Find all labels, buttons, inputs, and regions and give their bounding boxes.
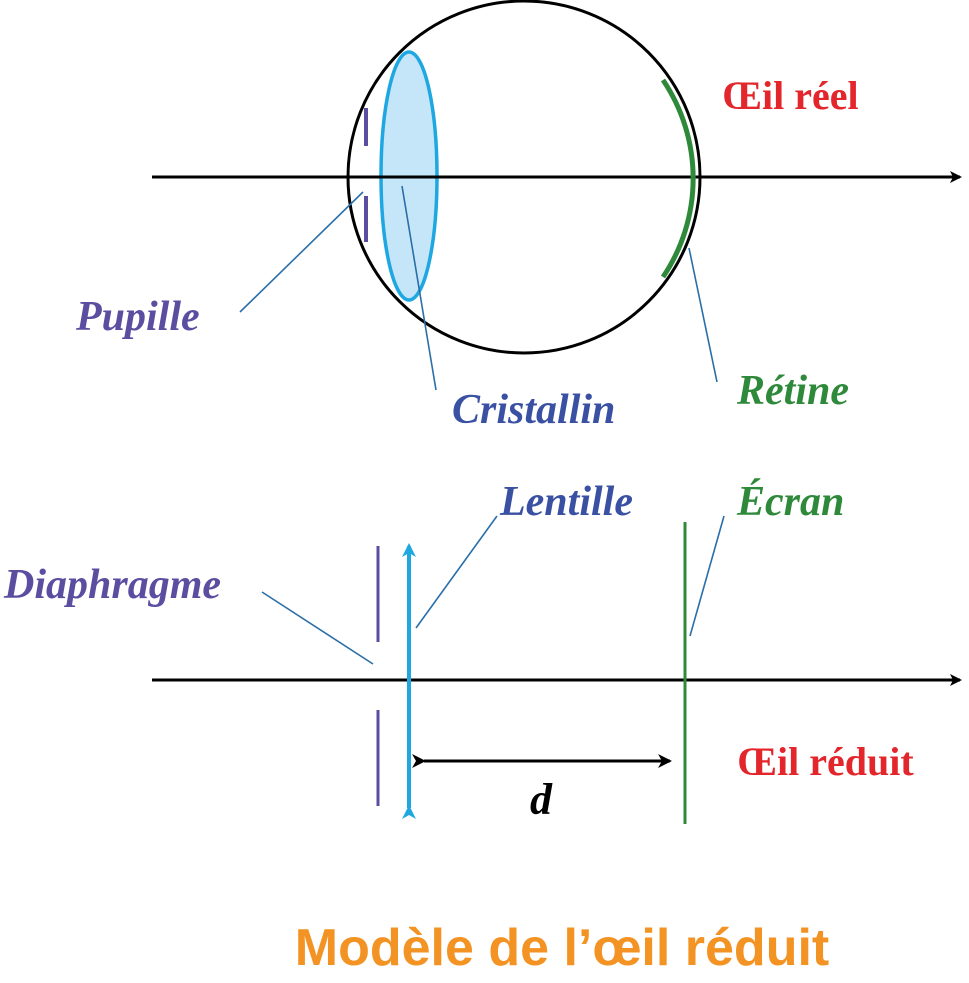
lens-leader-line [401,185,437,391]
lens-label: Lentille [499,479,633,525]
lens-leader-line-reduced [415,515,498,629]
pupil-leader-line [239,191,364,313]
diaphragm-leader-line [261,591,374,665]
reduced-eye-section: Lentille Écran Diaphragme d Œil réduit [3,478,962,824]
pupil-label: Pupille [75,294,200,340]
real-eye-section: Œil réel Pupille Cristallin Rétine [75,0,962,433]
diaphragm-label: Diaphragme [3,562,221,608]
retina-label: Rétine [736,368,849,414]
reduced-eye-heading: Œil réduit [737,739,914,784]
screen-label: Écran [736,478,844,525]
retina-arc [660,78,696,279]
crystalline-lens-label: Cristallin [452,387,615,433]
screen-leader-line [689,515,725,637]
distance-d-label: d [530,775,553,824]
retina-leader-line [688,247,718,383]
real-eye-heading: Œil réel [722,73,859,118]
diagram-title: Modèle de l’œil réduit [295,919,829,977]
